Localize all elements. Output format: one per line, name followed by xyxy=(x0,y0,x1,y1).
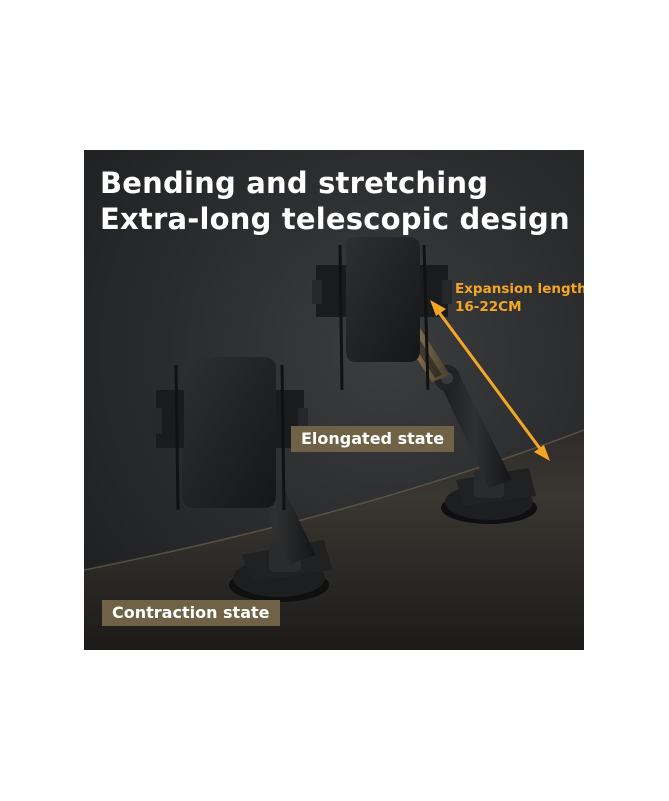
product-image-panel: Bending and stretching Extra-long telesc… xyxy=(84,150,584,650)
expansion-callout: Expansion length 16-22CM xyxy=(455,280,584,316)
headline-line-1: Bending and stretching xyxy=(100,166,489,200)
elongated-mount xyxy=(312,237,537,524)
headline-line-2: Extra-long telescopic design xyxy=(100,202,570,236)
contraction-state-label: Contraction state xyxy=(102,600,280,626)
expansion-arrow xyxy=(430,300,550,461)
product-scene xyxy=(84,237,584,650)
contracted-mount xyxy=(152,357,332,602)
elongated-state-label: Elongated state xyxy=(291,426,455,452)
expansion-range: 16-22CM xyxy=(455,299,522,315)
expansion-label: Expansion length xyxy=(455,281,584,297)
dashboard-edge xyxy=(84,429,584,571)
